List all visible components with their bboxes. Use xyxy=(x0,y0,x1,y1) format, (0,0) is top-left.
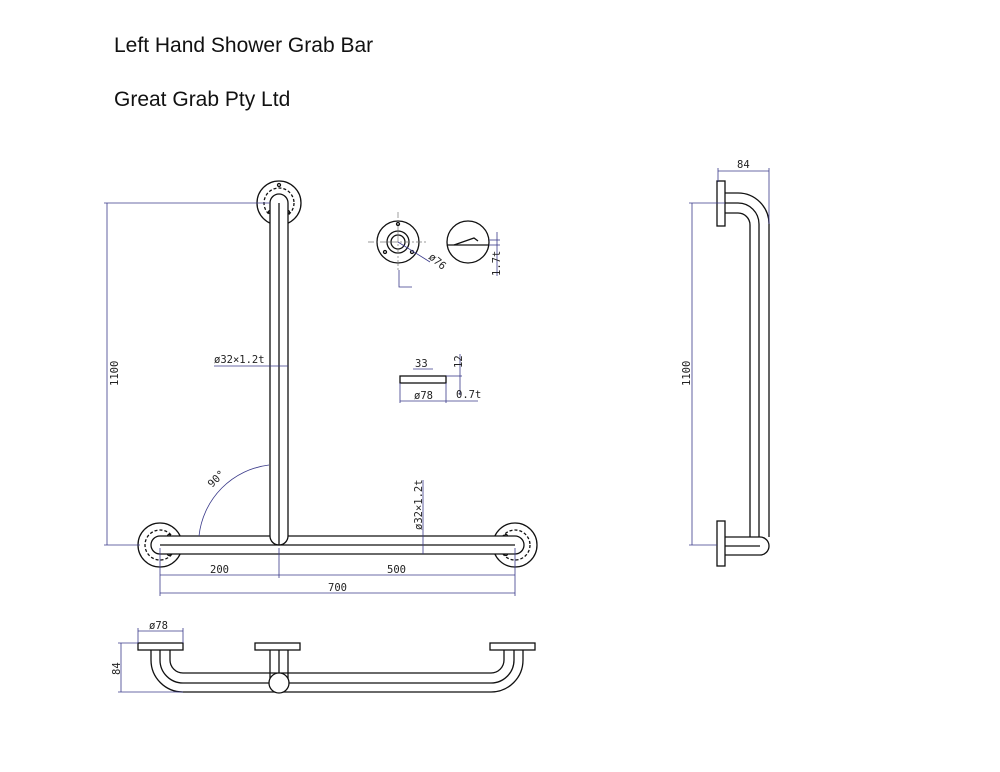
cover-height-dimension: 12 xyxy=(453,355,465,368)
height-dimension: 1100 xyxy=(109,361,121,386)
top-flange-diameter-dimension: ø78 xyxy=(149,620,168,632)
horizontal-tube-dimension: ø32×1.2t xyxy=(413,479,425,530)
top-view: ø78 84 xyxy=(111,620,536,694)
front-view: 1100 ø32×1.2t 90° ø32×1.2t 200 500 700 xyxy=(104,180,538,596)
total-width-dimension: 700 xyxy=(328,582,347,594)
vertical-tube-dimension: ø32×1.2t xyxy=(214,354,265,366)
side-projection-dimension: 84 xyxy=(737,159,750,171)
cover-diameter-dimension: ø78 xyxy=(414,390,433,402)
side-height-dimension: 1100 xyxy=(681,361,693,386)
cover-inner-dimension: 33 xyxy=(415,358,428,370)
company-name: Great Grab Pty Ltd xyxy=(114,88,291,111)
top-projection-dimension: 84 xyxy=(111,662,123,675)
cover-thickness-dimension: 0.7t xyxy=(456,389,481,401)
drawing-title: Left Hand Shower Grab Bar xyxy=(114,34,374,57)
flange-detail: ø76 1.7t 33 12 ø78 0.7t xyxy=(368,212,503,403)
side-view: 84 1100 xyxy=(681,159,770,567)
right-segment-dimension: 500 xyxy=(387,564,406,576)
left-segment-dimension: 200 xyxy=(210,564,229,576)
flange-thickness-dimension: 1.7t xyxy=(491,251,503,276)
flange-diameter-dimension: ø76 xyxy=(426,251,448,272)
angle-dimension: 90° xyxy=(206,468,228,490)
